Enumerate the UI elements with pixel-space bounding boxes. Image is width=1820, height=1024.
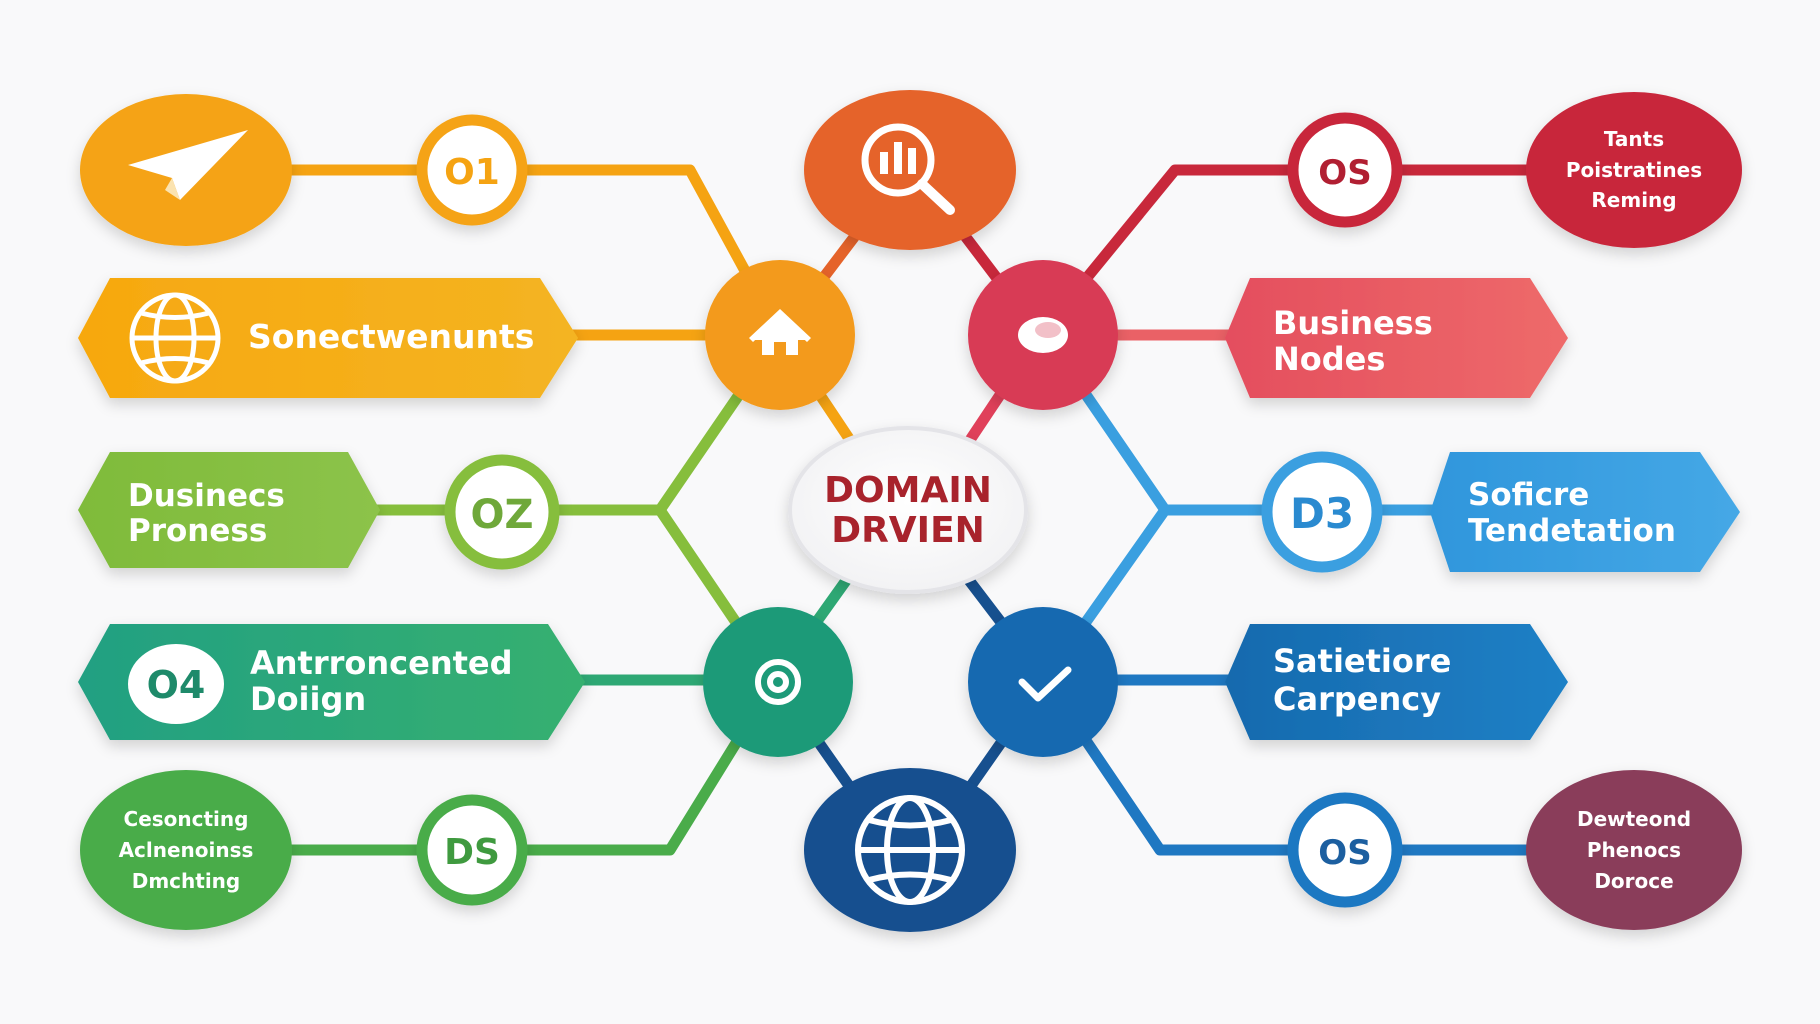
hub-lower-right-circle <box>968 607 1118 757</box>
left-row4-number: O4 <box>147 663 206 707</box>
right-row4: Satietiore Carpency <box>1225 624 1568 740</box>
right-row2-label-line1: Business <box>1273 304 1433 342</box>
right-row2-banner[interactable] <box>1225 278 1568 398</box>
left-row5-label-line3: Dmchting <box>132 869 241 893</box>
right-row3-label-line1: Soficre <box>1468 477 1589 513</box>
target-icon <box>755 659 801 705</box>
right-row1-number: OS <box>1318 153 1371 193</box>
right-row5-number-badge[interactable] <box>1287 792 1403 908</box>
home-icon <box>749 309 811 355</box>
left-row5-circle[interactable] <box>80 770 292 930</box>
left-row1: O1 <box>80 94 528 246</box>
check-icon <box>1018 666 1072 702</box>
left-row3-banner[interactable] <box>78 452 380 568</box>
globe-icon <box>129 292 221 384</box>
left-row3: Dusinecs Proness OZ <box>78 452 560 570</box>
right-row2: Business Nodes <box>1225 278 1568 398</box>
right-row5: OS Dewteond Phenocs Doroce <box>1287 770 1742 930</box>
right-row3: D3 Soficre Tendetation <box>1261 451 1740 573</box>
left-row4: O4 Antrroncented Doiign <box>78 624 585 740</box>
left-row3-number-badge[interactable] <box>444 454 560 570</box>
right-row5-label-line2: Phenocs <box>1587 838 1681 862</box>
hub-upper-left[interactable] <box>705 260 855 410</box>
left-row5-label-line1: Cesoncting <box>124 807 249 831</box>
right-row3-label-line2: Tendetation <box>1468 513 1676 549</box>
right-row1-label-line3: Reming <box>1591 188 1676 212</box>
hub-lower-right[interactable] <box>968 607 1118 757</box>
globe-icon <box>855 795 965 905</box>
right-row5-label-line3: Doroce <box>1594 869 1673 893</box>
left-row5-label-line2: Aclnenoinss <box>119 838 254 862</box>
left-row3-label-line2: Proness <box>128 513 267 549</box>
hub-lower-left[interactable] <box>703 607 853 757</box>
left-row4-label-line2: Doiign <box>250 680 366 718</box>
right-row5-label-line1: Dewteond <box>1577 807 1691 831</box>
right-row4-label-line2: Carpency <box>1273 680 1441 718</box>
left-row3-label-line1: Dusinecs <box>128 478 285 514</box>
left-row5-number: DS <box>444 832 500 873</box>
right-row1-circle[interactable] <box>1526 92 1742 248</box>
right-row1-label-line1: Tants <box>1604 127 1664 151</box>
right-row5-number: OS <box>1318 833 1371 873</box>
left-row2-label: Sonectwenunts <box>248 317 534 356</box>
center-title-line1: DOMAIN <box>824 470 992 511</box>
left-row5: Cesoncting Aclnenoinss Dmchting DS <box>80 770 528 930</box>
right-row4-banner[interactable] <box>1225 624 1568 740</box>
left-row3-number: OZ <box>470 492 533 538</box>
right-row3-number: D3 <box>1290 489 1354 538</box>
left-row2: Sonectwenunts <box>78 278 578 398</box>
magnifier-chart-icon <box>861 123 955 215</box>
paper-plane-icon <box>128 130 248 200</box>
left-row1-number-badge[interactable] <box>416 114 528 226</box>
right-row5-circle[interactable] <box>1526 770 1742 930</box>
right-row3-number-badge[interactable] <box>1261 451 1383 573</box>
right-row1-number-badge[interactable] <box>1287 112 1403 228</box>
center-ellipse <box>788 426 1028 594</box>
left-row4-number-badge[interactable] <box>128 644 224 724</box>
hub-upper-right[interactable] <box>968 260 1118 410</box>
right-row2-label-line2: Nodes <box>1273 340 1385 378</box>
center-title-line2: DRVIEN <box>831 510 985 551</box>
center-node[interactable]: DOMAIN DRVIEN <box>788 426 1028 594</box>
pill-icon <box>1018 317 1068 353</box>
hub-bottom[interactable] <box>804 768 1016 932</box>
left-row4-label-line1: Antrroncented <box>250 644 513 682</box>
right-row3-banner[interactable] <box>1430 452 1740 572</box>
left-row1-number: O1 <box>444 152 500 193</box>
right-row1: OS Tants Poistratines Reming <box>1287 92 1742 248</box>
right-row4-label-line1: Satietiore <box>1273 642 1451 680</box>
hub-top[interactable] <box>804 90 1016 250</box>
hub-lower-left-circle <box>703 607 853 757</box>
left-row5-number-badge[interactable] <box>416 794 528 906</box>
right-row1-label-line2: Poistratines <box>1566 158 1702 182</box>
